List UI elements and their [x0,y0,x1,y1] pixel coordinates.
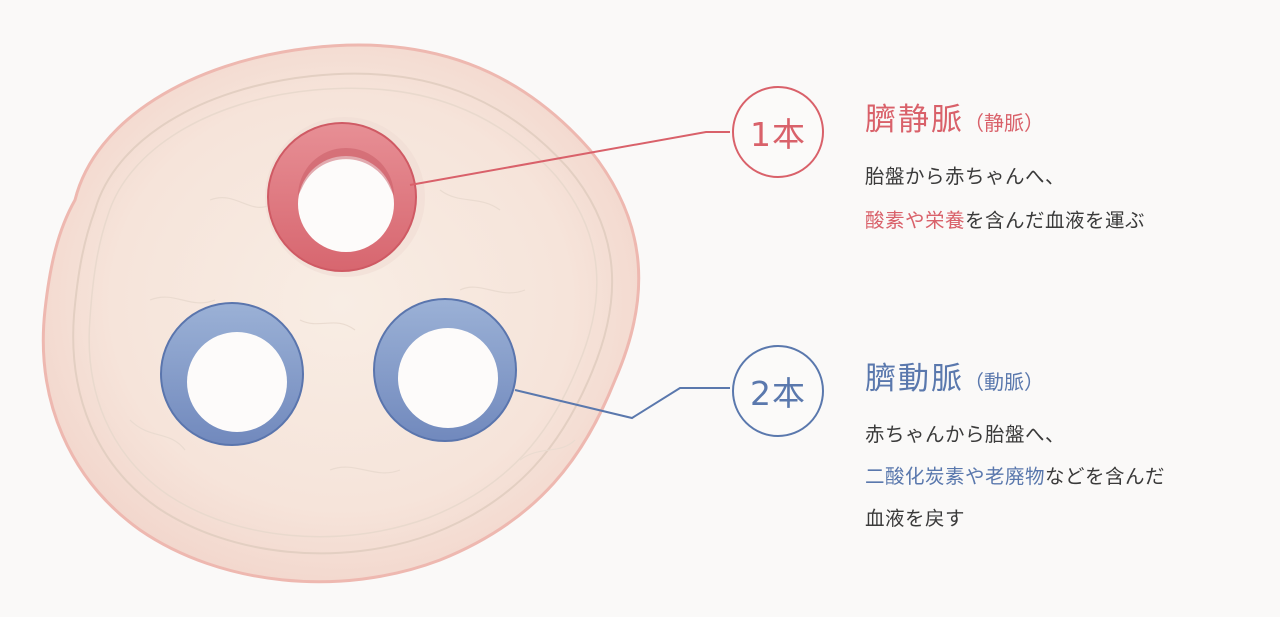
artery-title-text: 臍動脈 [865,361,964,397]
cord-outer-membrane [41,43,641,584]
artery-desc-line2-rest: などを含んだ [1045,465,1166,488]
vein-desc-line2: 酸素や栄養を含んだ血液を運ぶ [865,204,1145,233]
artery-desc-line2: 二酸化炭素や老廃物などを含んだ [865,460,1165,489]
artery-title: 臍動脈（動脈） [865,353,1044,398]
vein-desc-line2-rest: を含んだ血液を運ぶ [965,209,1146,232]
vein-highlight: 酸素や栄養 [865,209,966,232]
vein-leader-line [409,131,730,186]
cord-inner-layer-2 [88,87,598,538]
vein-count-label: 1本 [750,115,806,154]
artery-leader-line [514,387,730,420]
vein-title-text: 臍静脈 [865,102,964,138]
umbilical-artery-right-vessel [373,298,517,442]
artery-count-label: 2本 [750,374,806,413]
umbilical-vein-vessel [265,117,425,277]
artery-highlight: 二酸化炭素や老廃物 [865,465,1046,488]
artery-count-badge: 2本 [732,345,824,437]
vein-desc-line1: 胎盤から赤ちゃんへ、 [865,165,1066,188]
tissue-texture [129,189,576,474]
artery-desc-line3: 血液を戻す [865,507,966,530]
umbilical-artery-left-vessel [160,302,304,446]
artery-subtitle: （動脈） [964,370,1044,394]
vein-title: 臍静脈（静脈） [865,94,1044,139]
artery-desc-line1: 赤ちゃんから胎盤へ、 [865,423,1066,446]
vein-count-badge: 1本 [732,86,824,178]
vein-subtitle: （静脈） [964,111,1044,135]
cord-inner-layer [72,72,614,555]
